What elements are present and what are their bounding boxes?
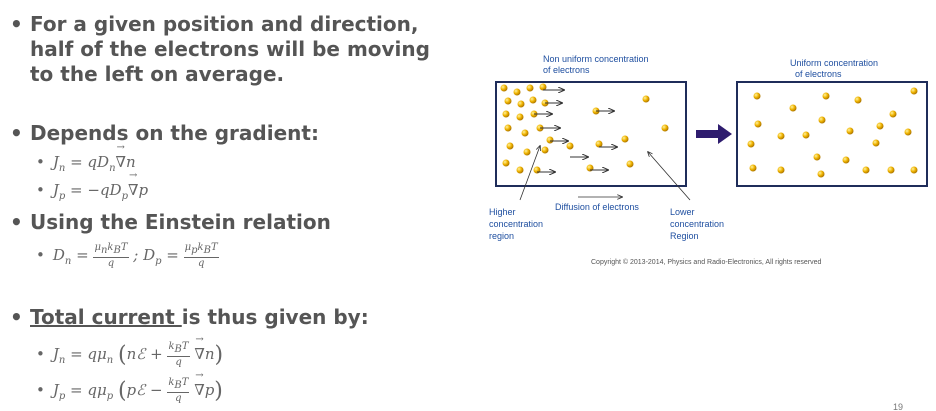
- copyright-text: Copyright © 2013-2014, Physics and Radio…: [591, 258, 822, 266]
- bullet-marker: •: [10, 210, 23, 234]
- equation-jp-gradient: •Jp = −qDp∇p: [36, 170, 148, 202]
- label-higher-line2: concentration: [489, 219, 543, 229]
- uniform-box: [736, 81, 928, 187]
- total-current-underlined: Total current: [30, 305, 182, 329]
- pointer-lower: [648, 152, 691, 201]
- label-diffusion: Diffusion of electrons: [555, 202, 639, 212]
- bullet-text-line2: half of the electrons will be moving: [30, 37, 430, 61]
- label-lower-line2: concentration: [670, 219, 724, 229]
- electrons-right: [747, 87, 918, 178]
- nonuniform-box: [495, 81, 687, 187]
- label-higher-line1: Higher: [489, 207, 516, 217]
- total-current-rest: is thus given by:: [181, 305, 369, 329]
- bullet-electrons-left: • For a given position and direction, ha…: [10, 12, 450, 92]
- bullet-einstein: • Using the Einstein relation: [10, 210, 410, 235]
- bullet-marker: •: [10, 305, 23, 329]
- drift-arrows: [534, 90, 617, 172]
- bullet-text-line1: For a given position and direction,: [30, 12, 419, 36]
- bullet-text: Using the Einstein relation: [30, 210, 331, 234]
- label-lower-line1: Lower: [670, 207, 695, 217]
- label-nonuniform-line2: of electrons: [543, 65, 590, 75]
- transition-arrow-icon: [696, 124, 732, 144]
- bullet-text-line3: to the left on average.: [30, 62, 285, 86]
- pointer-higher: [519, 146, 540, 201]
- bullet-total-current: • Total current is thus given by:: [10, 305, 430, 330]
- label-higher-line3: region: [489, 231, 514, 241]
- bullet-marker: •: [10, 12, 23, 36]
- label-lower-line3: Region: [670, 231, 699, 241]
- label-uniform-line1: Uniform concentration: [790, 58, 878, 68]
- equation-jn-gradient: •Jn = qDn∇n: [36, 142, 136, 174]
- electrons-left: [500, 83, 669, 174]
- label-uniform-line2: of electrons: [795, 69, 842, 79]
- label-nonuniform-line1: Non uniform concentration: [543, 54, 649, 64]
- bullet-gradient: • Depends on the gradient:: [10, 121, 410, 146]
- bullet-text: Depends on the gradient:: [30, 121, 319, 145]
- page-number: 19: [893, 402, 903, 411]
- bullet-marker: •: [10, 121, 23, 145]
